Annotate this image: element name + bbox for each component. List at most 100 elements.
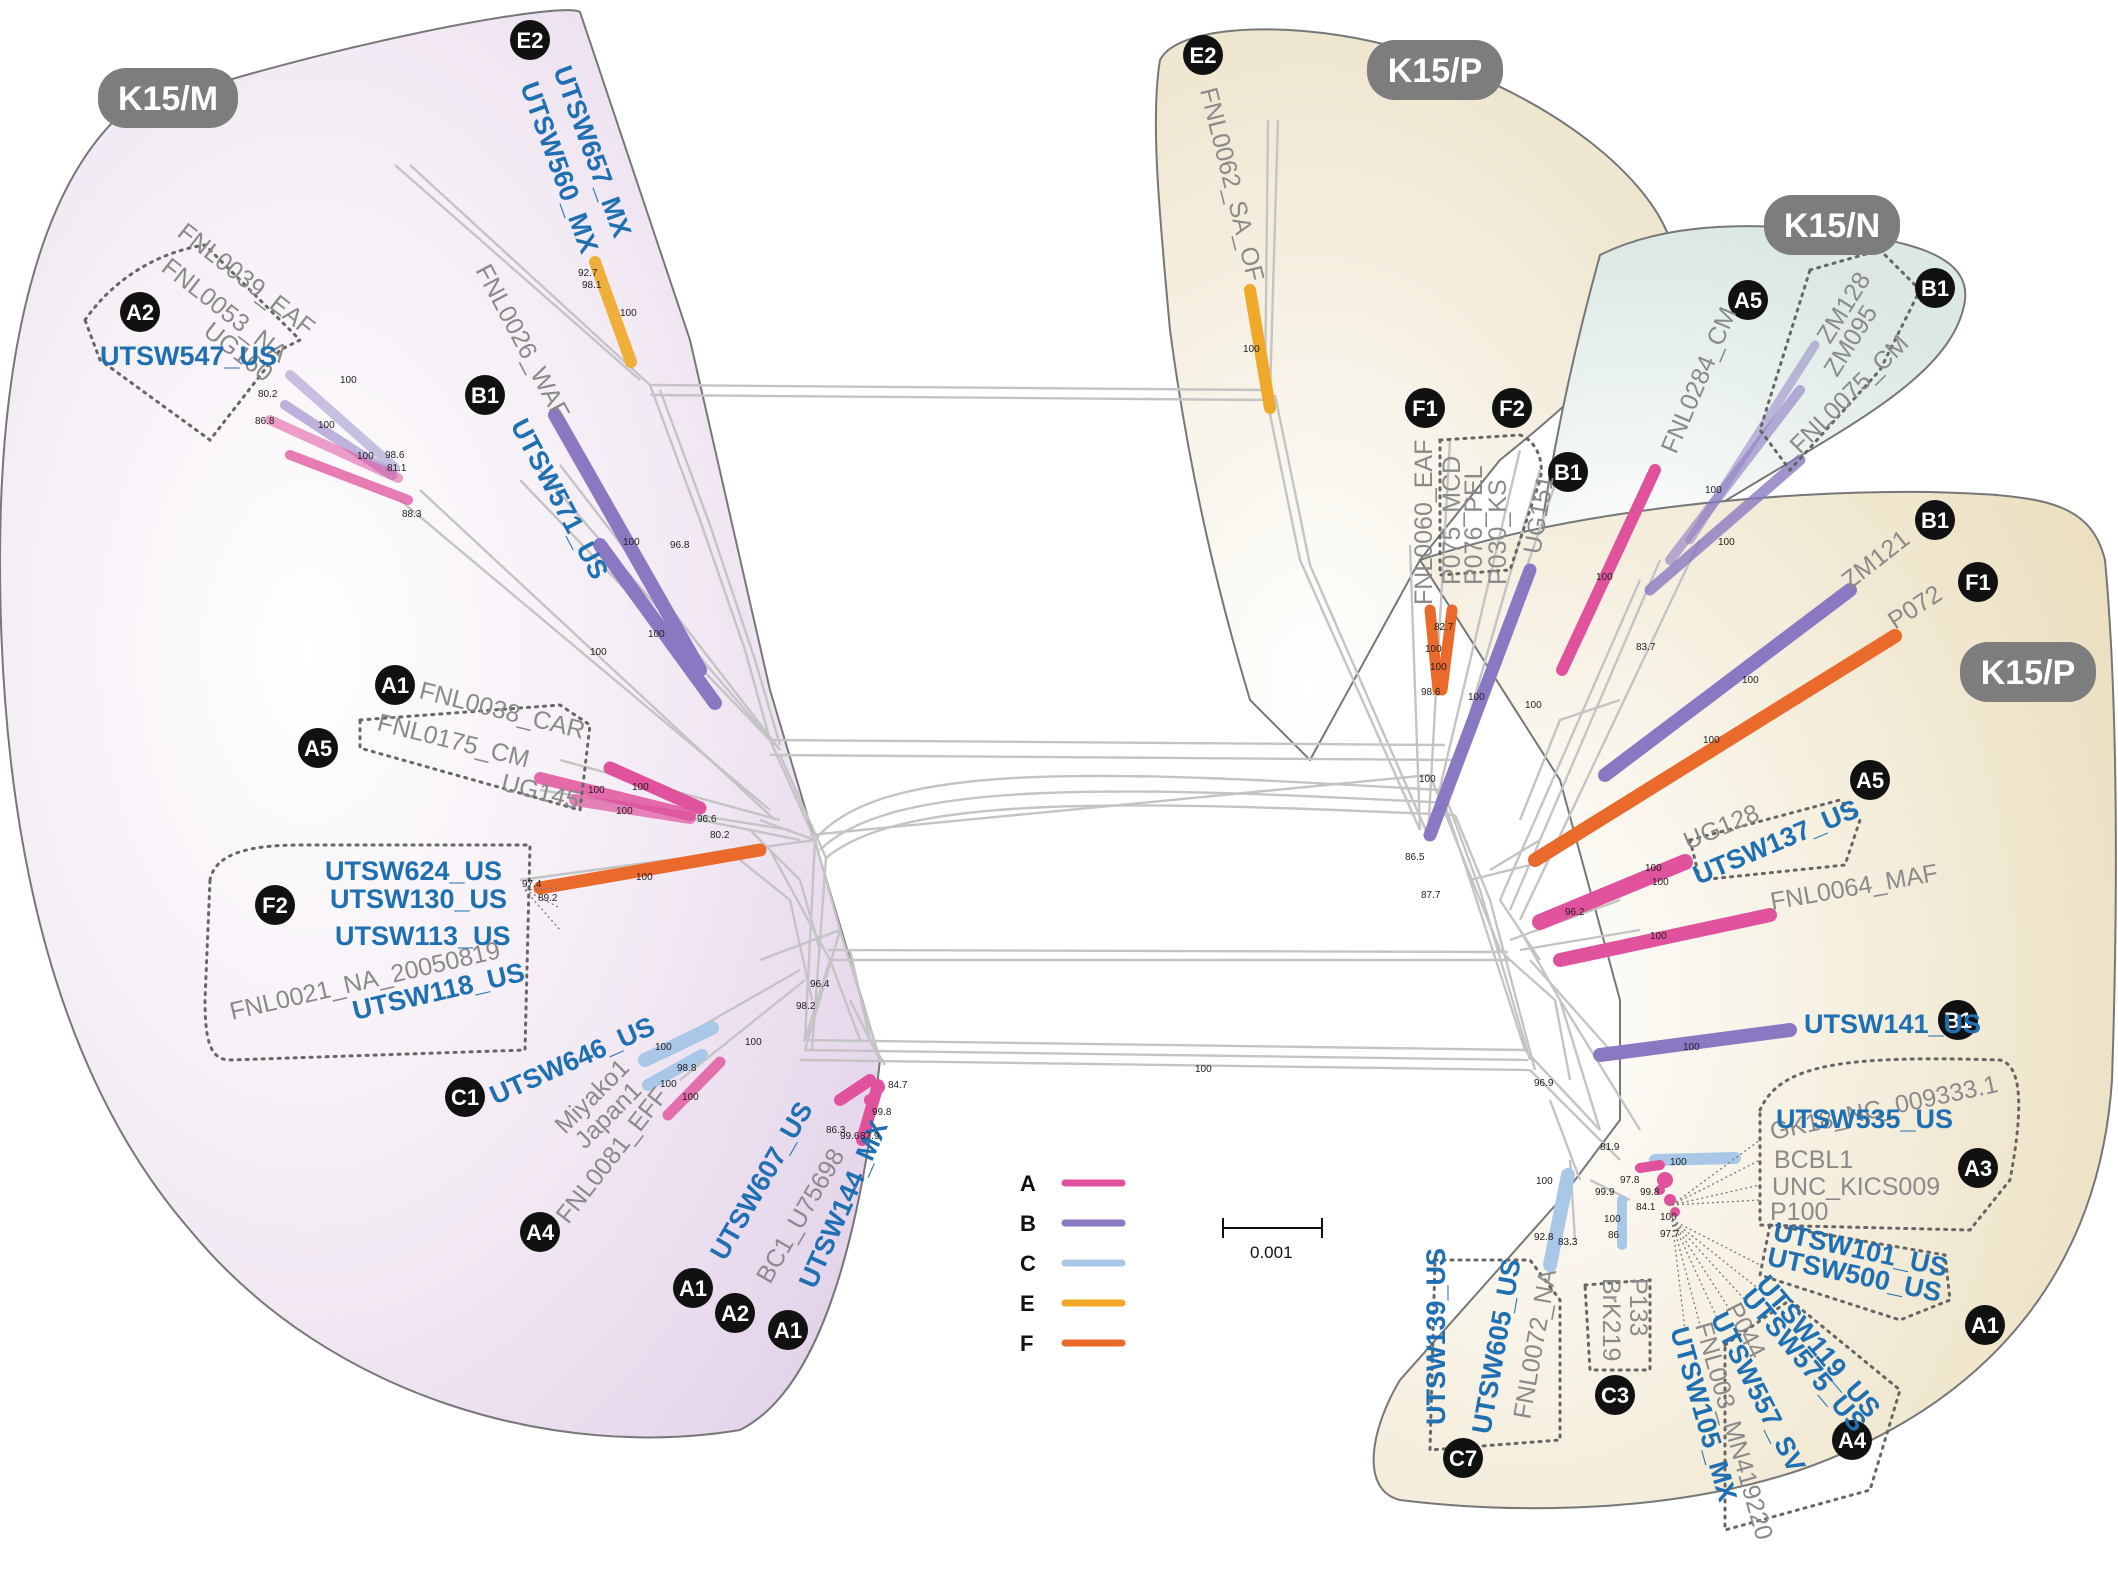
svg-text:100: 100 <box>1243 344 1260 355</box>
svg-text:E2: E2 <box>1190 43 1217 68</box>
svg-text:A2: A2 <box>721 1301 749 1326</box>
scale-bar-label: 0.001 <box>1250 1243 1293 1262</box>
svg-text:100: 100 <box>1683 1042 1700 1053</box>
svg-text:100: 100 <box>648 629 665 640</box>
branch-fnl0038 <box>603 761 707 815</box>
svg-text:83.3: 83.3 <box>1558 1237 1578 1248</box>
svg-text:100: 100 <box>655 1042 672 1053</box>
tip-utsw624: UTSW624_US <box>325 856 502 886</box>
branch-fnl0284 <box>1556 464 1661 676</box>
svg-text:A5: A5 <box>1734 288 1762 313</box>
svg-text:87.7: 87.7 <box>1421 890 1441 901</box>
svg-text:K15/P: K15/P <box>1388 52 1483 90</box>
svg-text:100: 100 <box>1419 774 1436 785</box>
svg-text:100: 100 <box>590 647 607 658</box>
svg-text:80.2: 80.2 <box>258 389 278 400</box>
svg-text:100: 100 <box>682 1092 699 1103</box>
svg-text:100: 100 <box>1660 1212 1677 1223</box>
branch-utsw547 <box>285 450 413 505</box>
branch-utsw141 <box>1593 1023 1797 1062</box>
branch-f2-left <box>533 843 767 895</box>
svg-text:F1: F1 <box>1412 396 1438 421</box>
svg-text:89.2: 89.2 <box>538 893 558 904</box>
svg-text:86.8: 86.8 <box>255 416 275 427</box>
legend-label-f: F <box>1020 1331 1033 1356</box>
svg-text:100: 100 <box>1536 1176 1553 1187</box>
branch-zm121 <box>1598 583 1857 782</box>
svg-text:A1: A1 <box>679 1276 707 1301</box>
svg-text:E2: E2 <box>517 28 544 53</box>
branch-ug151 <box>1423 563 1537 842</box>
svg-text:100: 100 <box>1468 692 1485 703</box>
network-edges <box>394 119 1702 1241</box>
svg-text:A3: A3 <box>1964 1156 1992 1181</box>
tip-p076: P076_PEL <box>1460 465 1488 585</box>
node-clusters <box>864 1080 1680 1217</box>
svg-text:86: 86 <box>1608 1230 1620 1241</box>
branch-miyako1 <box>642 1049 708 1091</box>
legend-label-a: A <box>1020 1171 1036 1196</box>
branch-utsw607 <box>834 1074 876 1106</box>
svg-text:81.1: 81.1 <box>387 463 407 474</box>
svg-text:98.6: 98.6 <box>385 450 405 461</box>
svg-text:100: 100 <box>1670 1157 1687 1168</box>
branch-fnl0062 <box>1244 284 1276 414</box>
support-values: 92.7 98.1 100 100 80.2 100 86.8 100 98.6… <box>255 268 1759 1248</box>
svg-text:96.2: 96.2 <box>1565 907 1585 918</box>
tip-p133: P133 <box>1624 1278 1652 1336</box>
tip-fnl0060: FNL0060_EAF <box>1410 440 1438 605</box>
svg-text:84.7: 84.7 <box>888 1080 908 1091</box>
svg-text:K15/N: K15/N <box>1784 207 1880 245</box>
svg-text:B1: B1 <box>1944 1008 1972 1033</box>
svg-text:87.9: 87.9 <box>860 1131 880 1142</box>
svg-text:100: 100 <box>1705 485 1722 496</box>
svg-text:C1: C1 <box>451 1085 479 1110</box>
scale-bar: 0.001 <box>1222 1218 1323 1262</box>
branch-a3-pink <box>1635 1160 1665 1173</box>
svg-text:100: 100 <box>1525 700 1542 711</box>
svg-text:F2: F2 <box>1499 396 1525 421</box>
svg-text:97.8: 97.8 <box>1620 1175 1640 1186</box>
branch-ug145 <box>569 794 696 824</box>
badge-k15m: K15/M <box>98 68 238 128</box>
leader-lines <box>524 887 1761 1331</box>
svg-text:96.4: 96.4 <box>810 979 830 990</box>
svg-text:98.8: 98.8 <box>677 1063 697 1074</box>
svg-text:97.4: 97.4 <box>522 879 542 890</box>
tip-unc: UNC_KICS009 <box>1772 1173 1940 1201</box>
svg-text:100: 100 <box>318 420 335 431</box>
svg-text:100: 100 <box>1425 644 1442 655</box>
svg-text:B1: B1 <box>1921 276 1949 301</box>
legend-label-c: C <box>1020 1251 1036 1276</box>
svg-text:A1: A1 <box>774 1318 802 1343</box>
svg-text:A2: A2 <box>126 300 154 325</box>
svg-text:100: 100 <box>1742 675 1759 686</box>
svg-text:99.6: 99.6 <box>840 1131 860 1142</box>
svg-text:100: 100 <box>745 1037 762 1048</box>
svg-text:A4: A4 <box>526 1220 555 1245</box>
svg-text:A5: A5 <box>1856 768 1884 793</box>
branch-p076 <box>1436 604 1458 696</box>
svg-text:K15/M: K15/M <box>118 80 218 118</box>
clade-labels: E2 A2 B1 A1 A5 F2 C1 A4 A1 A2 A1 E2 F1 F… <box>120 20 2005 1478</box>
tip-p030: P030_KS <box>1484 479 1512 585</box>
tip-utsw139: UTSW139_US <box>1421 1248 1451 1425</box>
svg-text:100: 100 <box>357 451 374 462</box>
svg-text:100: 100 <box>1650 931 1667 942</box>
svg-text:100: 100 <box>1652 877 1669 888</box>
group-badges: K15/M K15/P K15/N K15/P <box>98 40 2096 702</box>
tip-p100: P100 <box>1770 1198 1828 1226</box>
svg-text:99.8: 99.8 <box>872 1107 892 1118</box>
tip-bcbl1: BCBL1 <box>1774 1146 1853 1174</box>
branch-fnl0039 <box>285 370 400 473</box>
tip-utsw535: UTSW535_US <box>1776 1104 1953 1134</box>
svg-text:88.3: 88.3 <box>402 509 422 520</box>
svg-text:100: 100 <box>1604 1214 1621 1225</box>
tip-utsw130: UTSW130_US <box>330 884 507 914</box>
badge-k15n: K15/N <box>1764 195 1900 255</box>
branch-utsw137 <box>1532 854 1693 930</box>
branch-utsw535 <box>1649 1152 1741 1166</box>
svg-text:F2: F2 <box>262 893 288 918</box>
svg-text:100: 100 <box>632 782 649 793</box>
tip-utsw141: UTSW141_US <box>1804 1009 1981 1039</box>
